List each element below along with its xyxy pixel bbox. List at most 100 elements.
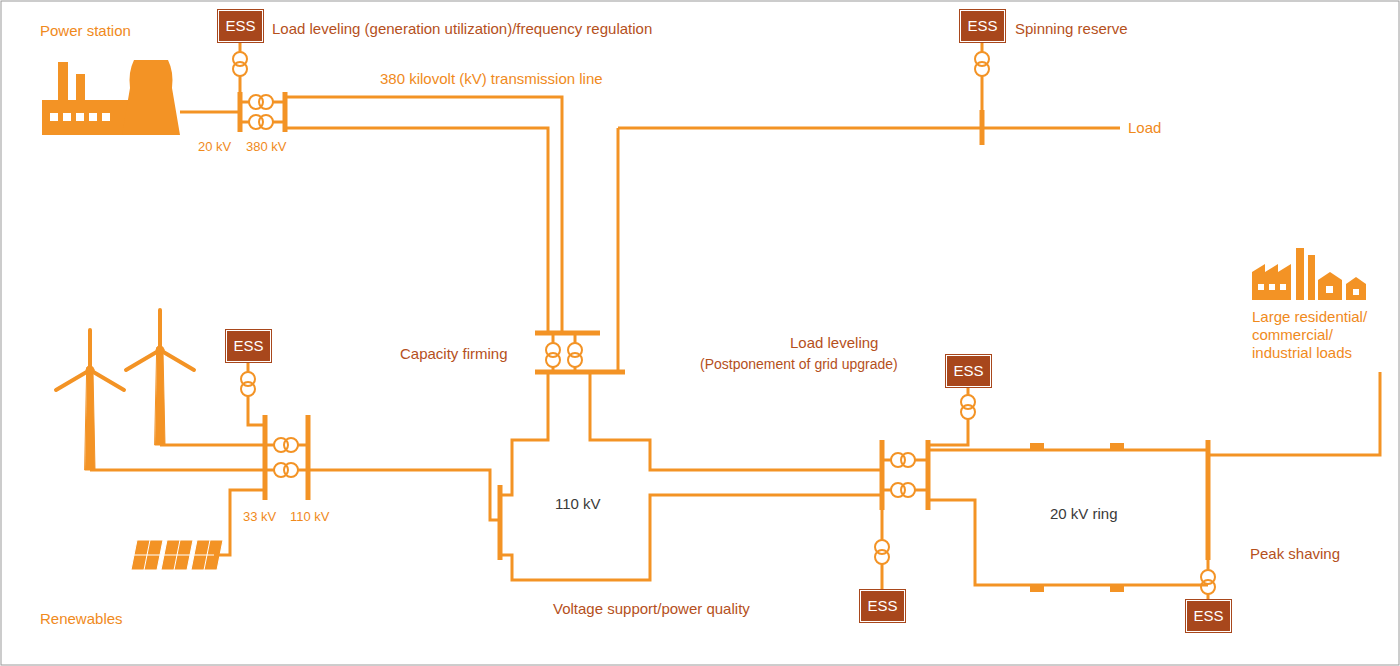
ring-main-unit <box>1030 585 1044 592</box>
grid-line <box>981 76 984 110</box>
busbar <box>1206 440 1211 560</box>
busbar <box>306 415 311 500</box>
grid-label: 380 kilovolt (kV) transmission line <box>380 70 603 88</box>
grid-label: 20 kV <box>198 138 231 156</box>
grid-label: 20 kV ring <box>1050 505 1118 523</box>
power-station-chimney <box>76 74 85 102</box>
window <box>63 113 71 121</box>
grid-line <box>981 42 984 52</box>
transformer-winding <box>233 62 247 76</box>
window <box>1353 289 1359 295</box>
house <box>1346 277 1366 300</box>
busbar <box>535 370 625 375</box>
power-station-building <box>42 100 128 135</box>
ring-main-unit <box>1030 443 1044 450</box>
grid-line <box>928 449 1208 452</box>
busbar <box>283 92 288 132</box>
window <box>76 113 84 121</box>
ess-box: ESS <box>1186 600 1231 632</box>
grid-line <box>928 419 968 445</box>
grid-line <box>617 128 620 372</box>
busbar <box>535 331 600 336</box>
grid-label: 110 kV <box>290 508 330 526</box>
window <box>1326 286 1333 293</box>
busbar <box>980 110 985 145</box>
window <box>50 113 58 121</box>
factory-chimney <box>1296 248 1304 300</box>
grid-line <box>881 510 884 540</box>
grid-line <box>967 387 970 395</box>
grid-line <box>982 127 1120 130</box>
factory-chimney <box>1308 255 1315 300</box>
grid-line <box>160 444 265 447</box>
grid-line <box>881 564 884 590</box>
turbine-blades <box>56 330 124 390</box>
grid-line <box>239 42 242 52</box>
transformer-winding <box>1201 580 1215 594</box>
factory-building <box>1252 264 1291 300</box>
ess-label: ESS <box>225 11 256 41</box>
transformer-winding <box>901 453 915 467</box>
ess-label: ESS <box>953 356 984 386</box>
grid-line <box>285 128 548 333</box>
grid-line <box>1208 372 1380 455</box>
ess-box: ESS <box>860 590 905 622</box>
transformer-winding <box>284 463 298 477</box>
window <box>1269 284 1275 290</box>
ess-box: ESS <box>946 355 991 387</box>
grid-label: Peak shaving <box>1250 545 1340 563</box>
transformer-winding <box>259 115 273 129</box>
ess-label: ESS <box>1193 601 1224 631</box>
grid-label: 33 kV <box>243 508 276 526</box>
grid-line <box>590 372 882 470</box>
ess-box: ESS <box>218 10 263 42</box>
grid-label: Spinning reserve <box>1015 20 1128 38</box>
ess-box: ESS <box>960 10 1005 42</box>
house <box>1318 272 1342 300</box>
grid-line <box>308 470 500 520</box>
grid-label: 380 kV <box>246 138 286 156</box>
power-station-chimney <box>58 62 68 102</box>
transformer-winding <box>961 405 975 419</box>
transformer-winding <box>241 382 255 396</box>
transformer-winding <box>284 438 298 452</box>
grid-line <box>285 97 562 333</box>
grid-label: Large residential/ commercial/ industria… <box>1252 308 1387 362</box>
grid-label: Capacity firming <box>400 345 508 363</box>
turbine-tower <box>85 372 95 470</box>
grid-line <box>248 396 265 425</box>
transformer-winding <box>975 62 989 76</box>
grid-label: Load <box>1128 119 1161 137</box>
ring-main-unit <box>1110 585 1124 592</box>
ess-label: ESS <box>967 11 998 41</box>
grid-label: Load leveling (generation utilization)/f… <box>272 20 652 38</box>
busbar <box>238 92 243 132</box>
transformer-winding <box>259 95 273 109</box>
window <box>1280 284 1286 290</box>
grid-label: Voltage support/power quality <box>553 600 750 618</box>
grid-line <box>500 372 548 495</box>
grid-line <box>239 76 242 92</box>
transformer-winding <box>875 550 889 564</box>
ess-box: ESS <box>226 330 271 362</box>
grid-line <box>90 469 265 472</box>
grid-line <box>247 362 250 372</box>
cooling-tower <box>122 60 180 135</box>
ess-label: ESS <box>233 331 264 361</box>
grid-line <box>1207 560 1210 570</box>
window <box>89 113 97 121</box>
ring-main-unit <box>1110 443 1124 450</box>
window <box>1258 284 1264 290</box>
turbine-tower <box>155 352 165 445</box>
grid-label: Load leveling <box>790 334 878 352</box>
grid-line <box>500 495 882 580</box>
grid-label: Power station <box>40 22 131 40</box>
busbar <box>880 440 885 510</box>
grid-line <box>180 111 240 114</box>
grid-label: 110 kV <box>555 495 601 513</box>
window <box>102 113 110 121</box>
transformer-winding <box>901 483 915 497</box>
